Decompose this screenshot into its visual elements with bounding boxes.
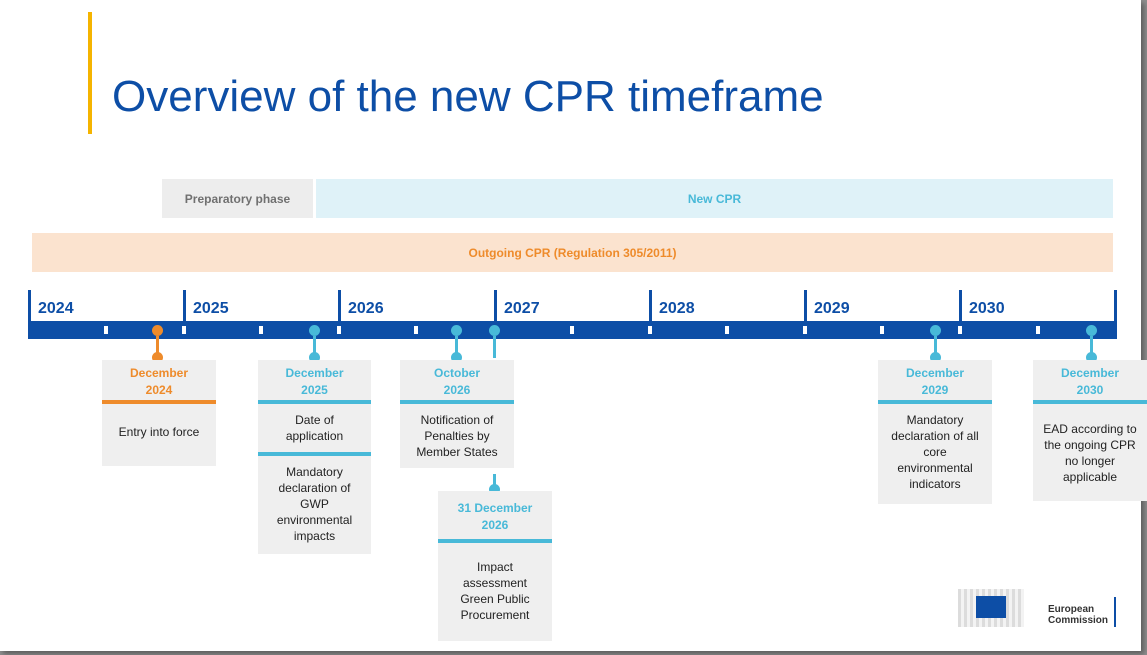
milestone-text: Impact assessment Green Public Procureme… xyxy=(460,560,530,622)
milestone-date: October 2026 xyxy=(400,360,514,400)
connector xyxy=(455,336,458,358)
logo-text: European Commission xyxy=(1048,604,1108,626)
milestone-month: October xyxy=(433,366,480,380)
milestone-box: October 2026 Notification of Penalties b… xyxy=(400,360,514,468)
milestone-month: 31 December xyxy=(457,501,533,515)
quarter-tick xyxy=(648,326,652,334)
milestone-dot-dec-2030 xyxy=(1086,325,1097,336)
milestone-dot-31-dec-2026 xyxy=(489,325,500,336)
page-title: Overview of the new CPR timeframe xyxy=(112,72,824,121)
milestone-text: Entry into force xyxy=(118,425,200,439)
milestone-year: 2029 xyxy=(921,383,949,397)
connector xyxy=(313,336,316,358)
milestone-dot-dec-2030 xyxy=(1086,352,1097,363)
milestone-date: December 2024 xyxy=(102,360,216,400)
quarter-tick xyxy=(570,326,574,334)
year-tick xyxy=(1114,290,1117,321)
milestone-text: EAD according to the ongoing CPR no long… xyxy=(1043,422,1137,484)
year-tick xyxy=(183,290,186,321)
milestone-date: 31 December 2026 xyxy=(438,491,552,535)
year-label: 2028 xyxy=(659,300,695,317)
milestone-month: December xyxy=(129,366,189,380)
phase-preparatory: Preparatory phase xyxy=(162,179,313,218)
milestone-date: December 2030 xyxy=(1033,360,1147,400)
logo-line-1: European xyxy=(1048,604,1095,615)
milestone-text: Mandatory declaration of all core enviro… xyxy=(891,413,979,491)
year-label: 2030 xyxy=(969,300,1005,317)
year-label: 2024 xyxy=(38,300,74,317)
quarter-tick xyxy=(182,326,186,334)
milestone-dot-dec-2024 xyxy=(152,352,163,363)
logo-divider xyxy=(1114,597,1116,627)
year-tick xyxy=(494,290,497,321)
connector xyxy=(493,336,496,358)
milestone-year: 2024 xyxy=(145,383,173,397)
quarter-tick xyxy=(104,326,108,334)
milestone-divider xyxy=(258,400,371,404)
year-label: 2027 xyxy=(504,300,540,317)
milestone-dot-31-dec-2026 xyxy=(489,484,500,495)
year-tick xyxy=(649,290,652,321)
year-tick xyxy=(804,290,807,321)
quarter-tick xyxy=(1036,326,1040,334)
quarter-tick xyxy=(803,326,807,334)
milestone-month: December xyxy=(905,366,965,380)
quarter-tick xyxy=(259,326,263,334)
milestone-divider xyxy=(1033,400,1147,404)
milestone-year: 2026 xyxy=(443,383,471,397)
milestone-month: December xyxy=(285,366,344,380)
milestone-text: Date of application xyxy=(285,413,344,443)
year-tick xyxy=(338,290,341,321)
milestone-box: 31 December 2026 Impact assessment Green… xyxy=(438,491,552,641)
milestone-divider xyxy=(878,400,992,404)
connector xyxy=(1090,336,1093,358)
milestone-divider xyxy=(400,400,514,404)
connector xyxy=(156,336,159,358)
eu-flag-icon xyxy=(976,596,1006,618)
milestone-year: 2025 xyxy=(301,383,328,397)
milestone-dot-dec-2025 xyxy=(309,325,320,336)
milestone-box: December 2024 Entry into force xyxy=(102,360,216,466)
milestone-dot-oct-2026 xyxy=(451,325,462,336)
quarter-tick xyxy=(958,326,962,334)
milestone-year: 2030 xyxy=(1076,383,1104,397)
milestone-text: Mandatory declaration of GWP environment… xyxy=(276,465,353,543)
year-label: 2026 xyxy=(348,300,384,317)
milestone-divider xyxy=(258,452,371,456)
year-tick xyxy=(28,290,31,321)
milestone-dot-dec-2029 xyxy=(930,352,941,363)
quarter-tick xyxy=(880,326,884,334)
milestone-divider xyxy=(438,539,552,543)
quarter-tick xyxy=(725,326,729,334)
logo-line-2: Commission xyxy=(1048,615,1109,626)
milestone-text: Notification of Penalties by Member Stat… xyxy=(416,413,498,459)
european-commission-logo: European Commission xyxy=(958,585,1118,631)
building-icon xyxy=(958,589,1024,627)
milestone-dot-oct-2026 xyxy=(451,352,462,363)
year-label: 2029 xyxy=(814,300,850,317)
milestone-box: December 2025 Date of application Mandat… xyxy=(258,360,371,554)
phase-outgoing-cpr: Outgoing CPR (Regulation 305/2011) xyxy=(32,233,1113,272)
milestone-dot-dec-2025 xyxy=(309,352,320,363)
quarter-tick xyxy=(414,326,418,334)
year-label: 2025 xyxy=(193,300,229,317)
milestone-dot-dec-2029 xyxy=(930,325,941,336)
phase-new-cpr: New CPR xyxy=(316,179,1113,218)
title-accent-bar xyxy=(88,12,92,134)
milestone-dot-dec-2024 xyxy=(152,325,163,336)
milestone-date: December 2029 xyxy=(878,360,992,400)
milestone-box: December 2030 EAD according to the ongoi… xyxy=(1033,360,1147,501)
milestone-divider xyxy=(102,400,216,404)
quarter-tick xyxy=(337,326,341,334)
connector xyxy=(934,336,937,358)
milestone-box: December 2029 Mandatory declaration of a… xyxy=(878,360,992,504)
milestone-month: December xyxy=(1060,366,1120,380)
milestone-date: December 2025 xyxy=(258,360,371,400)
year-tick xyxy=(959,290,962,321)
milestone-year: 2026 xyxy=(481,518,509,532)
